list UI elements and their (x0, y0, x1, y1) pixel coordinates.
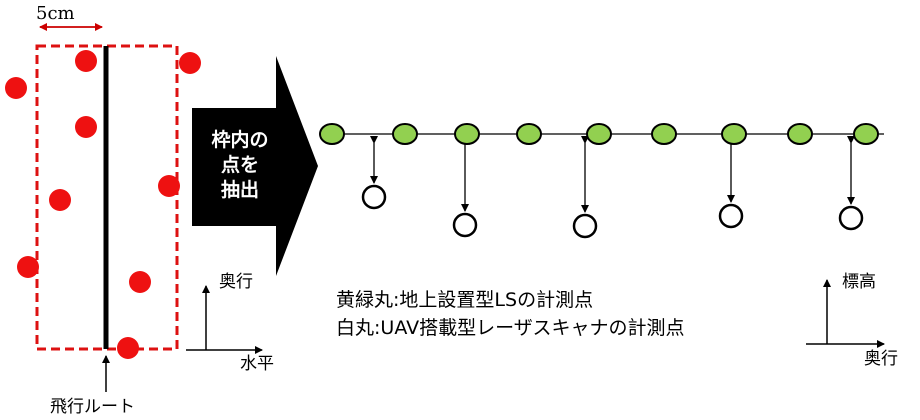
legend-white-text: UAV搭載型レーザスキャナの計測点 (380, 317, 685, 339)
left-axis-vertical-label: 奥行 (219, 272, 253, 292)
flight-route-label: 飛行ルート (50, 397, 135, 417)
raw-point (75, 50, 97, 72)
tls-point (721, 123, 747, 145)
uav-point (838, 205, 864, 231)
raw-point (49, 189, 71, 211)
raw-point (117, 337, 139, 359)
extract-arrow-line-1: 枠内の (211, 129, 269, 151)
legend-green-text: 地上設置型LSの計測点 (399, 289, 594, 311)
raw-point (75, 116, 97, 138)
raw-point (5, 77, 27, 99)
tls-point (586, 123, 612, 145)
raw-point (129, 271, 151, 293)
tls-point (651, 123, 677, 145)
uav-point (452, 212, 478, 238)
extract-arrow-line-3: 抽出 (220, 179, 259, 201)
extract-arrow-line-2: 点を (220, 154, 259, 176)
tls-point (787, 123, 813, 145)
legend-green-separator: : (393, 289, 400, 311)
uav-point (718, 203, 744, 229)
legend-green-label: 黄緑丸 (336, 289, 394, 311)
scale-label: 5cm (36, 3, 75, 24)
raw-point (179, 52, 201, 74)
right-axis-horizontal-label: 奥行 (864, 349, 898, 369)
legend-green: 黄緑丸:地上設置型LSの計測点 (336, 285, 593, 312)
raw-point-cloud (5, 50, 201, 359)
tls-point (853, 123, 879, 145)
tls-point (392, 123, 418, 145)
right-axis-vertical-label: 標高 (842, 272, 876, 292)
uav-point (361, 184, 387, 210)
profile-comparison (319, 123, 884, 239)
tls-point (454, 123, 480, 145)
uav-point (572, 213, 598, 239)
raw-point (158, 175, 180, 197)
raw-point (17, 256, 39, 278)
legend-white: 白丸:UAV搭載型レーザスキャナの計測点 (336, 313, 685, 340)
tls-point (319, 123, 345, 145)
left-axis-horizontal-label: 水平 (240, 354, 274, 374)
extract-arrow-text: 枠内の 点を 抽出 (192, 128, 288, 203)
extract-arrow (192, 56, 318, 276)
legend-white-label: 白丸 (336, 317, 375, 339)
tls-point (516, 123, 542, 145)
legend-white-separator: : (374, 317, 381, 339)
